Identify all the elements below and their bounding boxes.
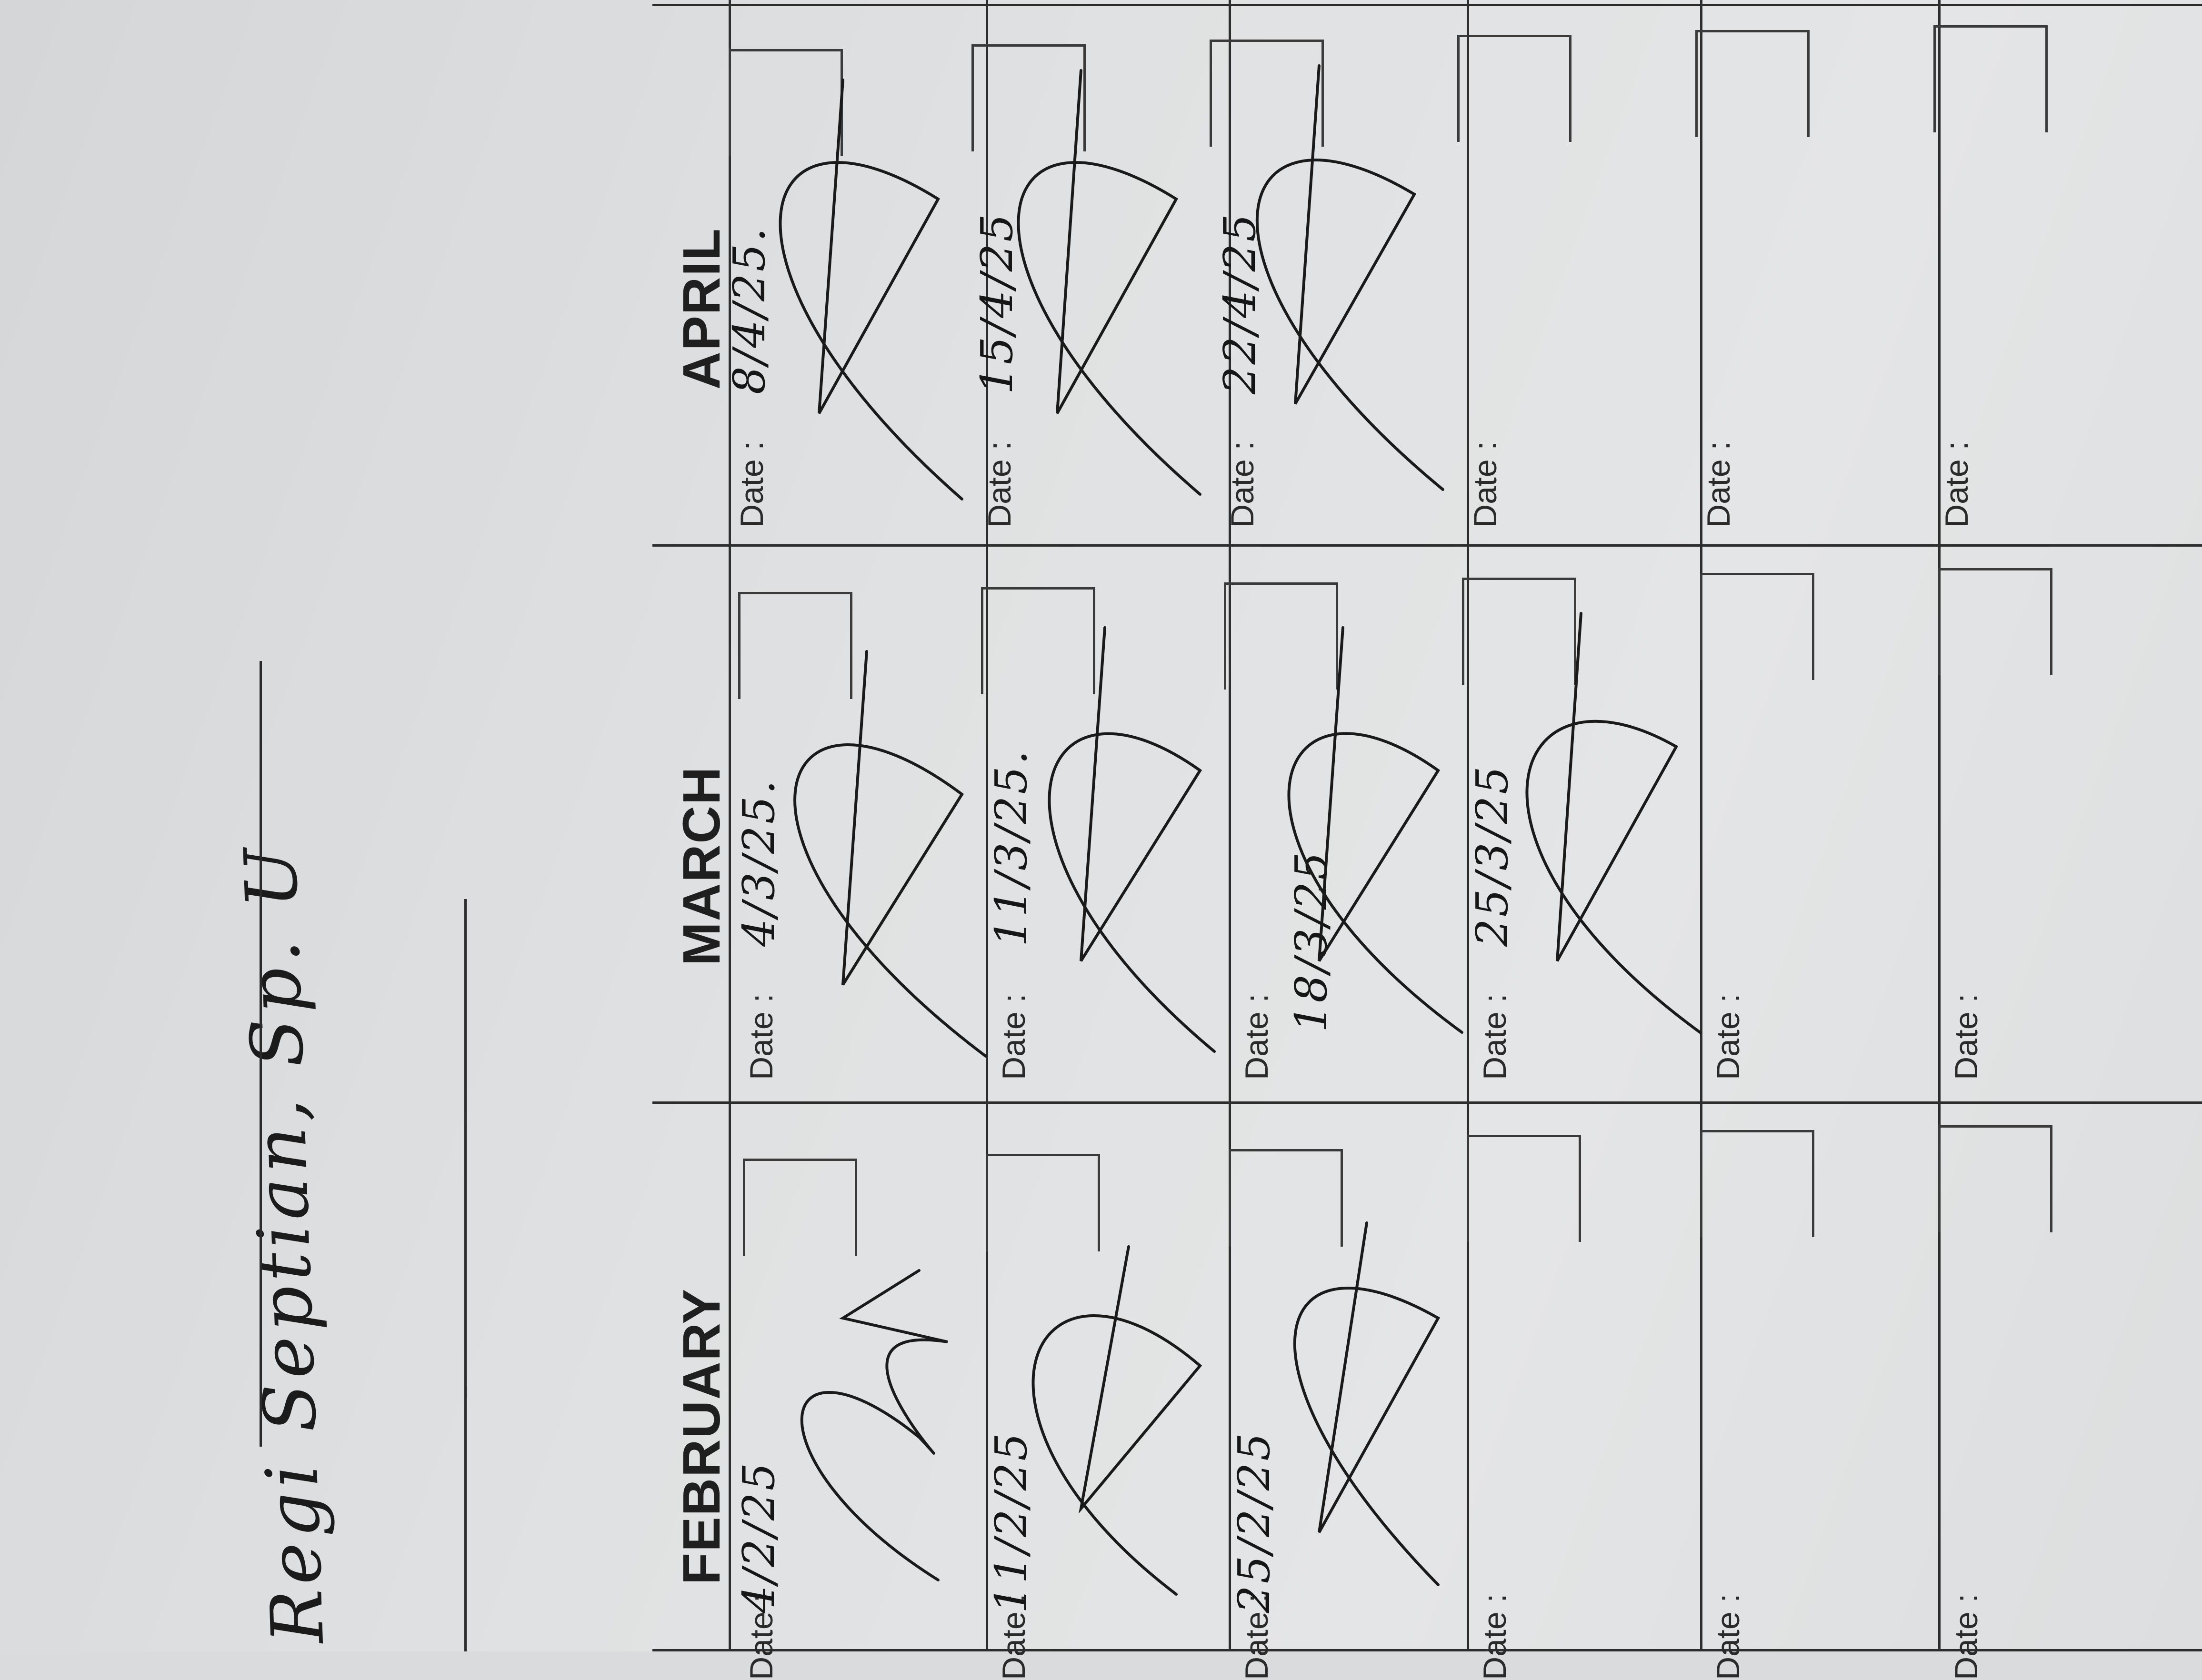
second-underline — [464, 899, 467, 1651]
signature-feb-2 — [1031, 1245, 1202, 1596]
signature-feb-3 — [1293, 1221, 1441, 1586]
signature-feb-1 — [800, 1269, 948, 1581]
signature-mar-3 — [1287, 626, 1463, 1034]
signer-name: Regi Septian, Sp. U — [229, 841, 340, 1645]
signature-strokes — [779, 64, 1702, 1596]
name-underline — [260, 661, 262, 1447]
signature-apr-1 — [779, 79, 963, 500]
signature-apr-3 — [1255, 64, 1444, 491]
signature-mar-1 — [793, 650, 987, 1058]
signature-grid: FEBRUARY MARCH APRIL Date : 4/2/25 Date … — [652, 0, 2202, 1680]
signature-mar-4 — [1525, 612, 1702, 1034]
signature-apr-2 — [1017, 69, 1201, 496]
signature-mar-2 — [1048, 626, 1216, 1053]
